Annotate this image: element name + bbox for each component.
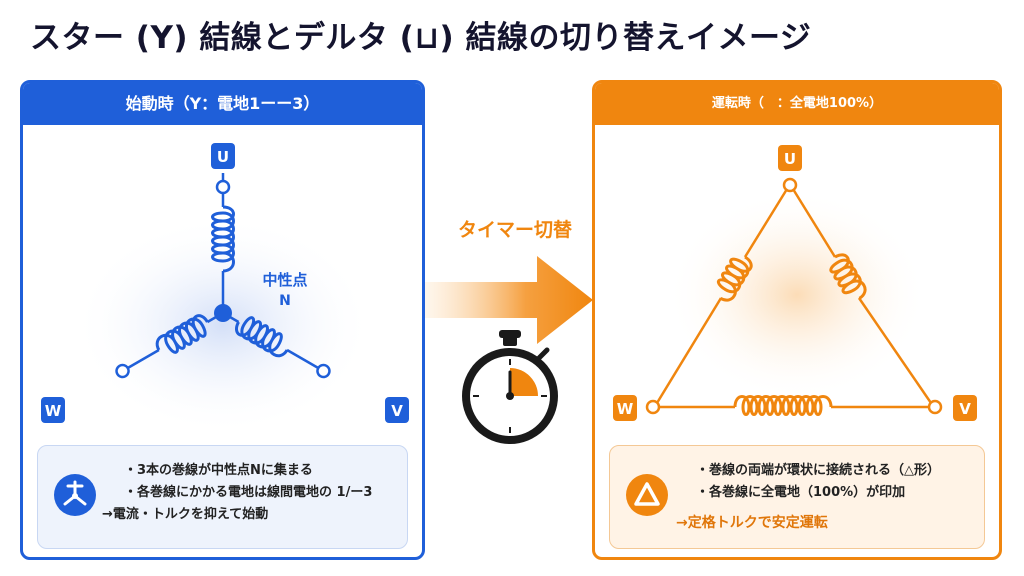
neutral-point-symbol: N	[279, 293, 291, 309]
winding-coil-uv	[829, 253, 867, 300]
terminal-label-v: V	[959, 400, 971, 418]
terminal-label-u: U	[784, 150, 796, 168]
star-connection-icon	[54, 474, 96, 516]
winding-coil-u	[211, 205, 235, 273]
terminal-badge-v	[953, 395, 977, 421]
winding-coil-w	[235, 316, 289, 358]
star-info-line-2: ・各巻線にかかる電地は線間電地の 1/ー3	[124, 485, 373, 500]
neutral-point-label: 中性点	[262, 271, 307, 289]
terminal-label-u: U	[217, 148, 229, 166]
delta-conclusion: →定格トルクで安定運転	[676, 515, 828, 531]
stopwatch-icon	[462, 330, 558, 444]
timer-switch-label: タイマー切替	[457, 219, 572, 241]
terminal-badge-w	[613, 395, 637, 421]
terminal-node-v	[115, 363, 130, 379]
neutral-point-dot	[214, 304, 232, 322]
terminal-node-w	[316, 363, 331, 379]
delta-connection-panel: 運転時（ ：全電地100%） U W V	[592, 80, 1002, 560]
terminal-node-v	[927, 399, 943, 415]
star-info-line-1: ・3本の巻線が中性点Nに集まる	[124, 463, 313, 478]
delta-connection-diagram: U W V	[613, 145, 977, 421]
star-connection-diagram: 中性点 N U W V	[41, 143, 409, 435]
diagram-glow	[73, 215, 373, 435]
star-conclusion: →電流・トルクを抑えて始動	[102, 507, 269, 522]
terminal-node-u	[215, 179, 231, 195]
terminal-label-v: V	[391, 402, 403, 420]
winding-coil-v	[155, 314, 209, 354]
delta-panel-header: 運転時（ ：全電地100%）	[595, 83, 999, 125]
right-arrow-icon	[425, 256, 593, 344]
winding-coil-wv	[733, 395, 833, 416]
terminal-badge-w	[41, 397, 65, 423]
delta-info-line-1: ・巻線の両端が環状に接続される（△形）	[696, 463, 940, 478]
winding-coil-uw	[716, 255, 753, 302]
star-info-box: ・3本の巻線が中性点Nに集まる ・各巻線にかかる電地は線間電地の 1/ー3 →電…	[37, 445, 408, 549]
delta-info-box: ・巻線の両端が環状に接続される（△形） ・各巻線に全電地（100%）が印加 →定…	[609, 445, 985, 549]
delta-triangle-icon	[626, 474, 668, 516]
transition-graphic	[425, 256, 593, 444]
terminal-label-w: W	[45, 402, 62, 420]
terminal-label-w: W	[617, 400, 634, 418]
terminal-node-w	[645, 399, 661, 415]
page-title: スター (Y) 結線とデルタ (⊔) 結線の切り替えイメージ	[30, 20, 812, 56]
terminal-badge-v	[385, 397, 409, 423]
terminal-badge-u	[211, 143, 235, 169]
star-panel-header: 始動時（Y：電地1ーー3）	[23, 83, 422, 125]
terminal-badge-u	[778, 145, 802, 171]
star-connection-panel: 始動時（Y：電地1ーー3） 中性点	[20, 80, 425, 560]
diagram-glow	[667, 190, 927, 400]
terminal-node-u	[782, 177, 798, 193]
delta-info-line-2: ・各巻線に全電地（100%）が印加	[696, 485, 906, 500]
